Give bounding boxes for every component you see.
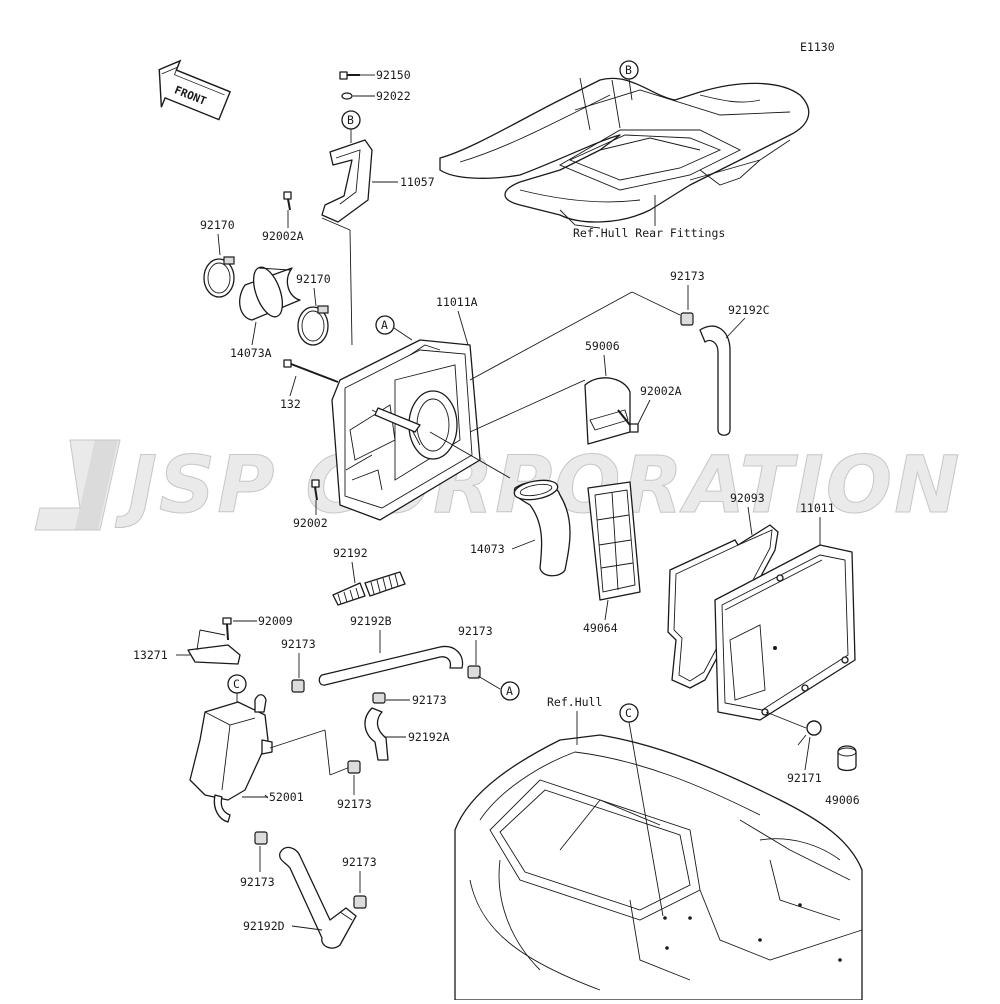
- cap-49006-drawing: [837, 745, 857, 772]
- label-52001: 52001: [269, 790, 304, 804]
- spring-92192-drawing: [332, 571, 406, 606]
- hose-92192a-drawing: [364, 707, 389, 761]
- clamp-92173-d-drawing: [347, 760, 361, 774]
- front-arrow-icon: FRONT: [158, 59, 232, 121]
- label-92009: 92009: [258, 614, 293, 628]
- watermark-logo: JSP CORPORATION: [34, 439, 960, 532]
- label-11011a: 11011A: [436, 295, 478, 309]
- label-92170-right: 92170: [296, 272, 331, 286]
- hose-92192c-drawing: [699, 325, 731, 436]
- label-92022: 92022: [376, 89, 411, 103]
- clamp-92173-f-drawing: [353, 895, 367, 909]
- hose-92192b-drawing: [318, 645, 464, 686]
- label-11057: 11057: [400, 175, 435, 189]
- label-92002a-mid: 92002A: [640, 384, 682, 398]
- tank-52001-drawing: [189, 694, 273, 823]
- bolt-92002-drawing: [311, 479, 320, 501]
- label-92192c: 92192C: [728, 303, 770, 317]
- bolt-92150-drawing: [339, 71, 360, 80]
- bolt-132-drawing: [283, 359, 339, 383]
- callout-c-tank-label: C: [233, 677, 240, 691]
- elbow-14073-drawing: [513, 479, 571, 577]
- label-92002: 92002: [293, 516, 328, 530]
- clamp-92173-e-drawing: [254, 831, 268, 845]
- cover-11011-drawing: [714, 544, 856, 721]
- ref-hull-rear-fittings: Ref.Hull Rear Fittings: [573, 226, 725, 240]
- callout-b-hull-label: B: [625, 63, 632, 77]
- label-14073a: 14073A: [230, 346, 272, 360]
- clamp-92173-c-drawing: [372, 692, 386, 704]
- screw-92009-drawing: [222, 617, 232, 641]
- label-92173-f: 92173: [342, 855, 377, 869]
- label-14073: 14073: [470, 542, 505, 556]
- label-92173-a: 92173: [281, 637, 316, 651]
- plate-59006-drawing: [584, 377, 631, 445]
- label-59006: 59006: [585, 339, 620, 353]
- clamp-92170-left-drawing: [203, 256, 235, 298]
- intake-box-11011a-drawing: [331, 339, 481, 521]
- clamp-92170-right-drawing: [297, 305, 329, 346]
- label-92171: 92171: [787, 771, 822, 785]
- duct-14073a-drawing: [239, 266, 301, 321]
- callout-a-box: [375, 315, 395, 335]
- callout-a-hose: [500, 681, 520, 701]
- label-13271: 13271: [133, 648, 168, 662]
- diagram-code: E1130: [800, 40, 835, 54]
- label-92150: 92150: [376, 68, 411, 82]
- hose-92192d-drawing: [279, 846, 357, 949]
- label-92173-c: 92173: [412, 693, 447, 707]
- clamp-92173-b-drawing: [467, 665, 481, 679]
- hull-drawing: [454, 734, 863, 1001]
- bracket-13271-drawing: [187, 629, 241, 665]
- callout-b-bracket-label: B: [347, 113, 354, 127]
- label-92093: 92093: [730, 491, 765, 505]
- bolt-92002a-top-drawing: [283, 191, 292, 211]
- label-92173-top: 92173: [670, 269, 705, 283]
- washer-92022-drawing: [341, 92, 353, 100]
- hull-rear-fittings-drawing: [439, 77, 810, 229]
- label-132: 132: [280, 397, 301, 411]
- callout-a-box-label: A: [381, 318, 388, 332]
- label-92170-left: 92170: [200, 218, 235, 232]
- label-92192: 92192: [333, 546, 368, 560]
- label-92002a-top: 92002A: [262, 229, 304, 243]
- bolt-92002a-mid-drawing: [617, 409, 639, 433]
- clamp-92173-a-drawing: [291, 679, 305, 693]
- label-49064: 49064: [583, 621, 618, 635]
- callout-c-hull-label: C: [625, 706, 632, 720]
- label-92192a: 92192A: [408, 730, 450, 744]
- grille-49064-drawing: [587, 481, 641, 601]
- label-92192b: 92192B: [350, 614, 392, 628]
- ref-hull: Ref.Hull: [547, 695, 602, 709]
- callout-a-hose-label: A: [506, 684, 513, 698]
- clip-92171-drawing: [797, 720, 822, 746]
- label-92173-e: 92173: [240, 875, 275, 889]
- label-49006: 49006: [825, 793, 860, 807]
- clamp-92173-top-drawing: [680, 312, 694, 326]
- label-92173-b: 92173: [458, 624, 493, 638]
- bracket-11057-drawing: [321, 139, 373, 223]
- label-92192d: 92192D: [243, 919, 285, 933]
- label-92173-d: 92173: [337, 797, 372, 811]
- label-11011: 11011: [800, 501, 835, 515]
